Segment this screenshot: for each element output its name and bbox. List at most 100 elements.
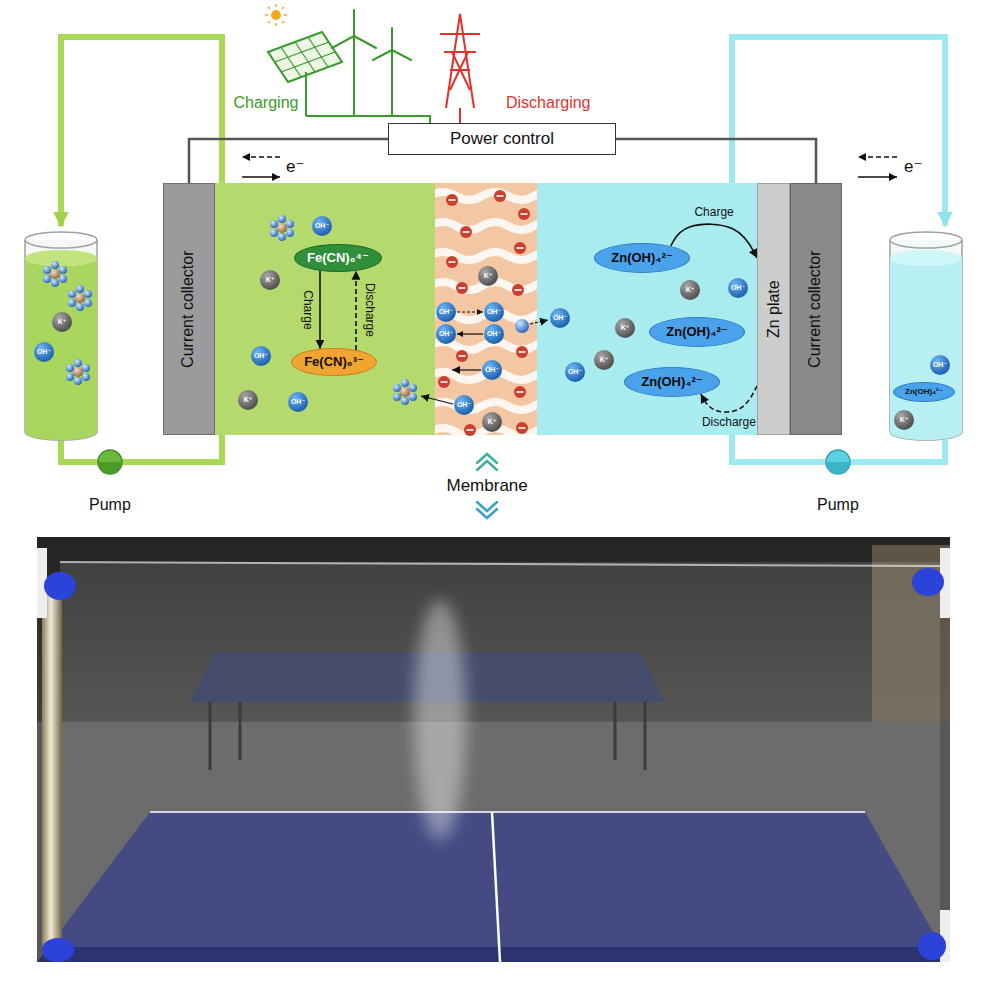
hydroxide-ion: OH⁻	[288, 392, 308, 412]
node-text: Zn plate	[764, 280, 782, 338]
cell-chamber	[393, 379, 417, 405]
ion-ellipse: Fe(CN)₆³⁻	[291, 348, 377, 376]
pipes	[61, 37, 945, 462]
electrolyte-tank	[890, 258, 962, 440]
hydroxide-ion: OH⁻	[454, 395, 474, 415]
node-text: Current collector	[807, 250, 825, 367]
energy-icons	[392, 50, 411, 60]
energy-icons	[354, 36, 376, 48]
hydroxide-ion: OH⁻	[484, 324, 504, 344]
membrane	[514, 386, 526, 398]
membrane	[456, 350, 468, 362]
edge-label: Discharge	[362, 283, 376, 337]
membrane	[515, 319, 529, 333]
energy-icons	[268, 7, 270, 9]
membrane	[494, 190, 506, 202]
energy-icons	[275, 23, 277, 26]
energy-icons	[332, 36, 354, 48]
electrolyte-tank	[68, 285, 92, 311]
node-text: OH⁻	[731, 284, 745, 292]
node-text: Zn(OH)₄²⁻	[666, 325, 727, 340]
energy-icons	[275, 37, 335, 77]
membrane	[435, 222, 537, 230]
membrane	[446, 194, 458, 206]
membrane	[518, 208, 530, 220]
energy-icons	[353, 36, 355, 116]
ion-ellipse: Zn(OH)₄²⁻	[649, 317, 745, 347]
energy-icons	[305, 72, 307, 116]
node-text: OH⁻	[568, 368, 582, 376]
energy-icons	[450, 52, 468, 90]
node-text: K⁺	[621, 324, 630, 332]
node-text: Current collector	[180, 250, 198, 367]
hydroxide-ion: OH⁻	[550, 308, 570, 328]
node-text: K⁺	[900, 416, 909, 424]
pump-symbol	[98, 462, 122, 474]
ion-ellipse: Zn(OH)₄²⁻	[594, 243, 690, 273]
energy-icons	[271, 10, 281, 20]
membrane	[512, 284, 524, 296]
membrane-photo	[44, 572, 76, 600]
energy-icons	[440, 33, 480, 35]
node-text: OH⁻	[457, 401, 471, 409]
membrane	[456, 282, 468, 294]
energy-icons	[446, 14, 474, 108]
energy-icons	[332, 10, 376, 48]
membrane	[516, 346, 528, 358]
electrolyte-tank	[25, 250, 97, 266]
reaction-arrow	[355, 271, 357, 350]
hydroxide-ion: OH⁻	[482, 360, 502, 380]
mode-label: Discharging	[506, 94, 590, 112]
node-text: K⁺	[600, 356, 609, 364]
energy-icons	[373, 28, 411, 60]
ion-motion-arrow	[452, 369, 481, 370]
energy-icons	[373, 50, 392, 60]
membrane-photo	[37, 537, 950, 962]
membrane	[446, 256, 458, 268]
node-text: K⁺	[58, 318, 67, 326]
membrane-photo	[60, 562, 940, 947]
ion-ellipse: Fe(CN)₆⁴⁻	[294, 244, 382, 272]
energy-icons	[282, 21, 284, 23]
potassium-ion: K⁺	[482, 412, 502, 432]
energy-icons	[265, 14, 268, 16]
node-text: K⁺	[488, 418, 497, 426]
node-text: Zn(OH)₄²⁻	[641, 375, 702, 390]
node-text: K⁺	[484, 272, 493, 280]
edge-label: Discharge	[702, 416, 756, 430]
cell-chamber	[270, 215, 294, 241]
membrane-photo	[414, 600, 466, 840]
potassium-ion: K⁺	[894, 410, 914, 430]
potassium-ion: K⁺	[260, 270, 280, 290]
zn-plate: Zn plate	[757, 183, 790, 435]
energy-icons	[391, 50, 393, 116]
membrane	[435, 192, 537, 435]
pump-label: Pump	[817, 496, 859, 514]
membrane-chevrons	[477, 502, 497, 511]
membrane-photo	[918, 932, 946, 960]
cell-chamber	[215, 183, 757, 435]
electron-arrow	[242, 176, 280, 178]
energy-icons	[268, 21, 270, 23]
electron-arrow	[242, 156, 280, 158]
potassium-ion: K⁺	[594, 350, 614, 370]
hydroxide-ion: OH⁻	[436, 324, 456, 344]
hydroxide-ion: OH⁻	[728, 278, 748, 298]
potassium-ion: K⁺	[478, 266, 498, 286]
hydroxide-ion: OH⁻	[565, 362, 585, 382]
energy-icons	[391, 28, 393, 50]
energy-icons	[281, 52, 335, 72]
edge-label: Charge	[694, 206, 733, 220]
membrane-chevrons	[477, 509, 497, 518]
hydroxide-ion: OH⁻	[251, 346, 271, 366]
ion-motion-arrow	[530, 320, 548, 324]
hydroxide-ion: OH⁻	[436, 302, 456, 322]
membrane	[430, 183, 560, 436]
circuit-wire	[616, 139, 816, 183]
node-text: K⁺	[266, 276, 275, 284]
electron-arrow	[858, 156, 897, 158]
energy-icons	[440, 14, 480, 126]
electrolyte-tank	[25, 240, 97, 440]
membrane-photo	[912, 568, 944, 596]
